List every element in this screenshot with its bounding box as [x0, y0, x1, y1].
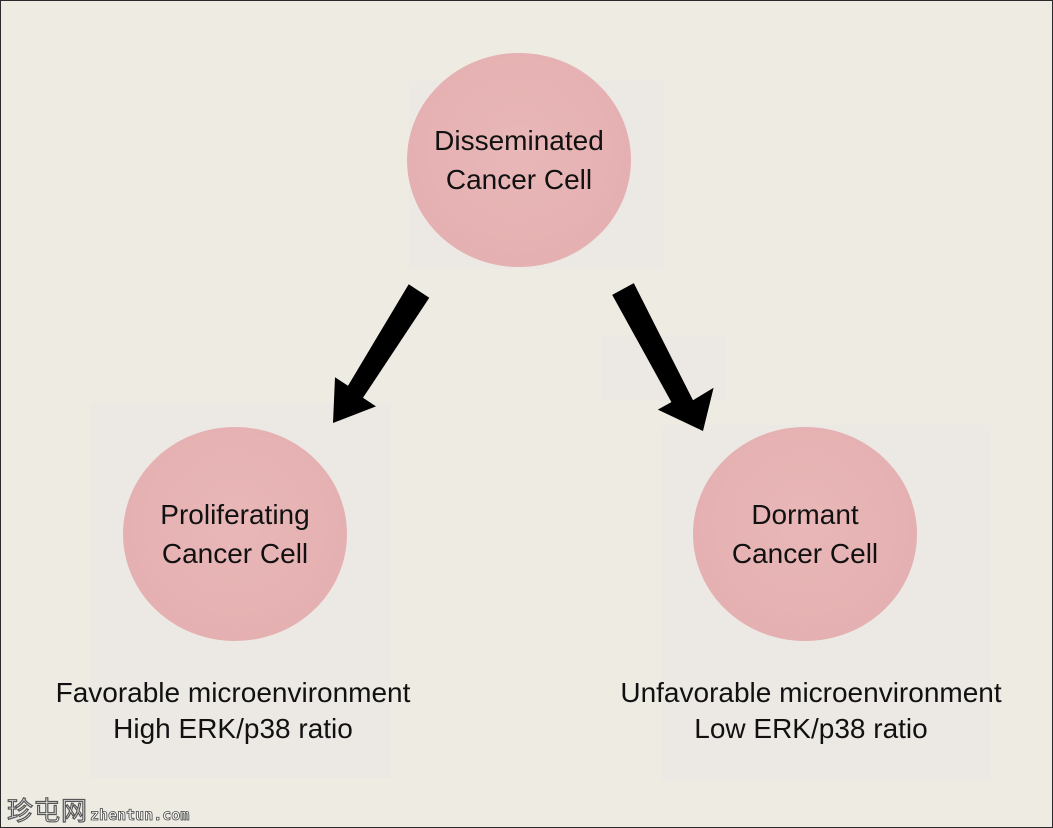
- node-label-line2: Cancer Cell: [445, 164, 593, 195]
- disseminated-cancer-cell-node: Disseminated Cancer Cell: [407, 53, 631, 267]
- node-label-line2: Cancer Cell: [731, 538, 879, 569]
- proliferating-cancer-cell-node: Proliferating Cancer Cell: [123, 427, 347, 641]
- arrow-to-proliferating: [333, 284, 430, 423]
- caption-line1: Unfavorable microenvironment: [620, 677, 1002, 708]
- favorable-caption: Favorable microenvironment High ERK/p38 …: [21, 675, 445, 747]
- watermark: 珍屯网 zhentun.com: [6, 791, 190, 827]
- caption-line2: Low ERK/p38 ratio: [694, 713, 928, 744]
- dormant-cancer-cell-node: Dormant Cancer Cell: [693, 427, 917, 641]
- node-label-line2: Cancer Cell: [161, 538, 309, 569]
- unfavorable-caption: Unfavorable microenvironment Low ERK/p38…: [591, 675, 1031, 747]
- caption-line1: Favorable microenvironment: [55, 677, 411, 708]
- node-label-line1: Disseminated: [434, 125, 604, 156]
- arrow-to-dormant: [612, 283, 714, 431]
- watermark-url: zhentun.com: [90, 806, 190, 825]
- node-label-line1: Dormant: [751, 499, 859, 530]
- watermark-chinese: 珍屯网: [6, 796, 89, 827]
- caption-line2: High ERK/p38 ratio: [113, 713, 353, 744]
- node-label-line1: Proliferating: [160, 499, 310, 530]
